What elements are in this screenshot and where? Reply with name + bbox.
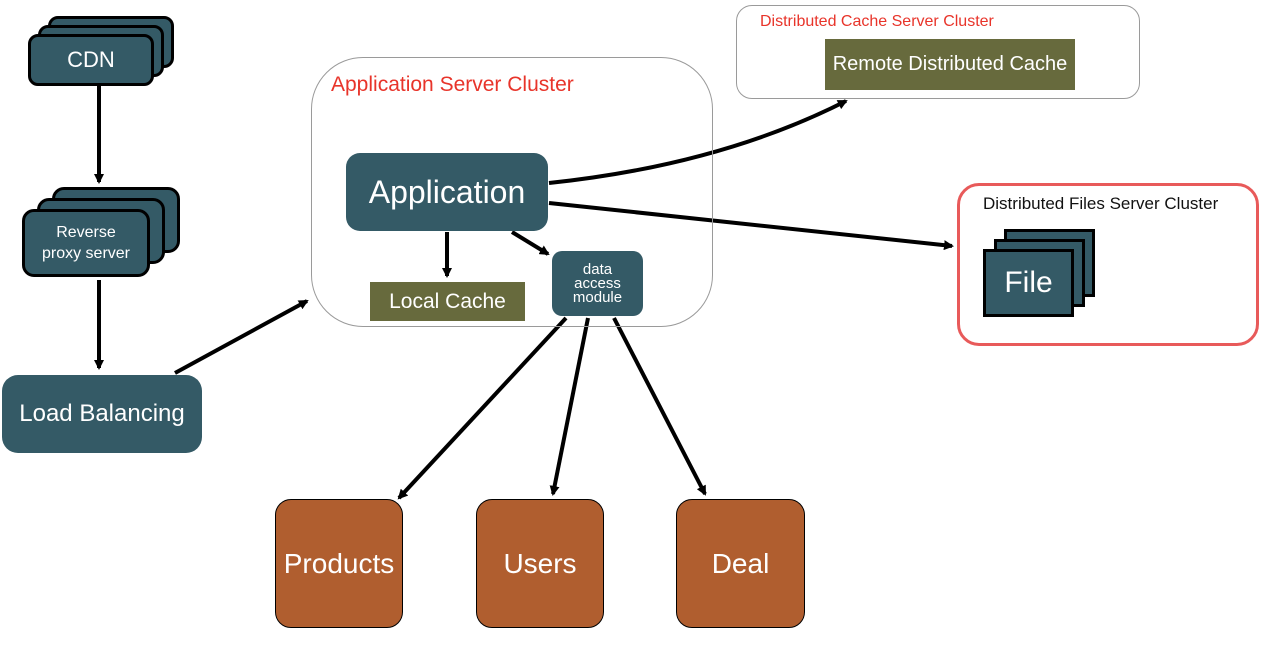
users-db: Users [476, 499, 604, 628]
reverse-proxy-node: Reverse proxy server [22, 209, 150, 277]
data-access-module: data access module [552, 251, 643, 316]
local-cache: Local Cache [370, 282, 525, 321]
application-node: Application [346, 153, 548, 231]
load-balancing-node: Load Balancing [2, 375, 202, 453]
app-server-cluster [311, 57, 713, 327]
arrow-dam-to-products [397, 316, 568, 500]
arrow-dam-to-deal [612, 317, 707, 496]
file-node: File [983, 249, 1074, 317]
deal-db: Deal [676, 499, 805, 628]
cache-server-cluster-label: Distributed Cache Server Cluster [760, 13, 994, 30]
arrow-dam-to-users [549, 317, 590, 496]
arrow-lb-to-app-cluster [174, 299, 309, 375]
files-server-cluster-label: Distributed Files Server Cluster [983, 194, 1219, 213]
arrow-app-to-file-cluster [548, 201, 954, 251]
cdn-node: CDN [28, 34, 154, 86]
arrow-app-to-remote-cache [548, 99, 848, 185]
remote-distributed-cache: Remote Distributed Cache [825, 39, 1075, 90]
arrow-app-to-dam [510, 230, 550, 256]
files-server-cluster [957, 183, 1259, 346]
app-server-cluster-label: Application Server Cluster [331, 73, 574, 96]
cache-server-cluster [736, 5, 1140, 99]
products-db: Products [275, 499, 403, 628]
